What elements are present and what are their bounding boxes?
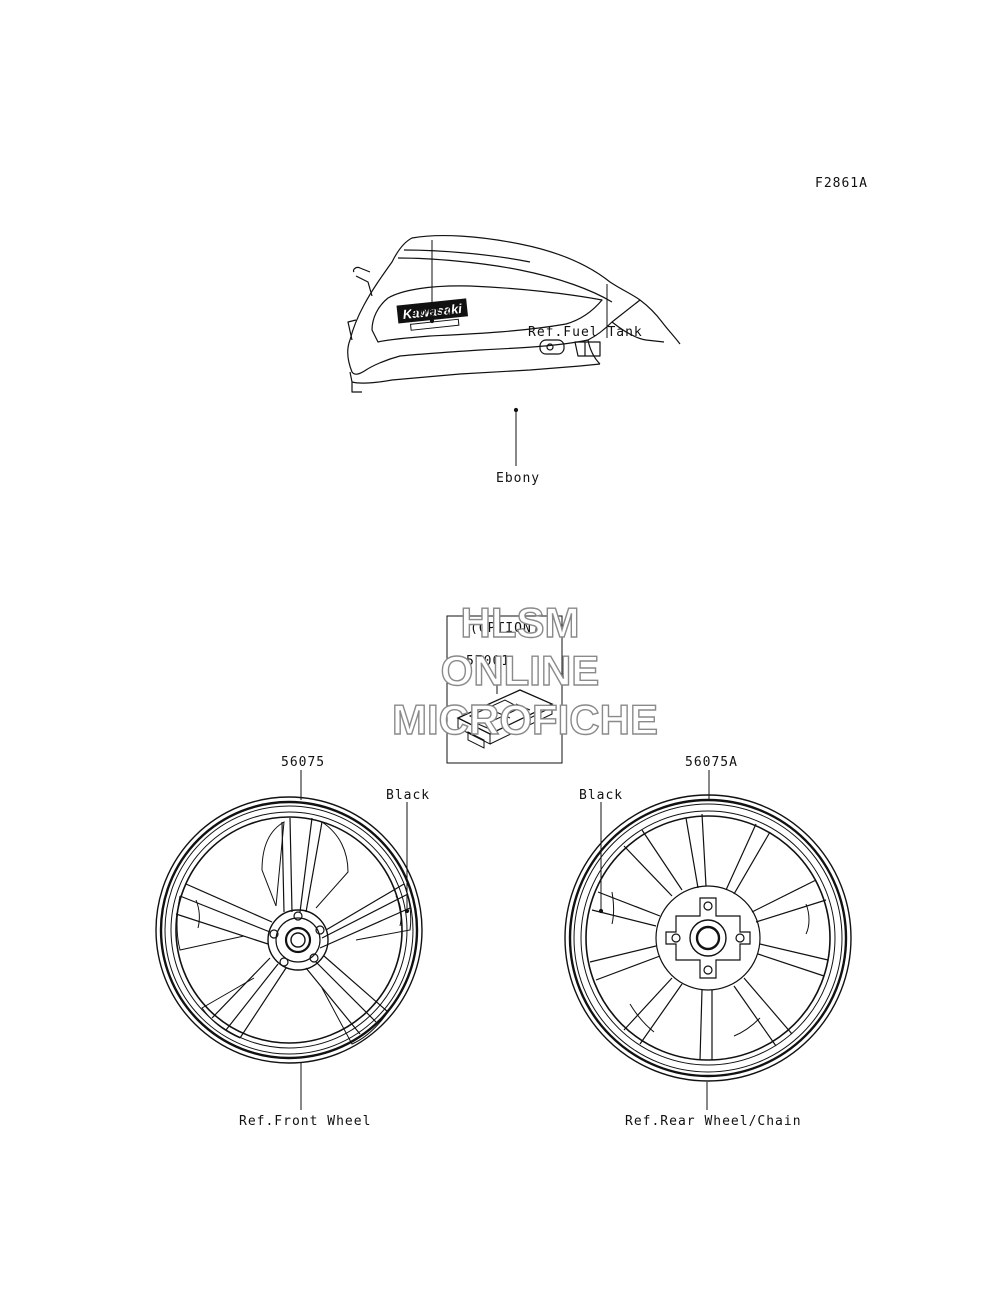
- option-kit-box: [446, 615, 563, 764]
- rear-wheel-color-label: Black: [579, 788, 624, 803]
- front-wheel-illustration: [155, 796, 423, 1064]
- rear-wheel-ref-label: Ref.Rear Wheel/Chain: [625, 1114, 802, 1129]
- front-wheel-leaders: [300, 770, 410, 1110]
- front-wheel-color-label: Black: [386, 788, 431, 803]
- fuel-tank-ref-label: Ref.Fuel Tank: [528, 325, 643, 340]
- rear-wheel-leaders: [598, 770, 710, 1110]
- option-kit-part-number: 57001: [466, 654, 511, 669]
- rear-wheel-part-number: 56075A: [685, 755, 738, 770]
- fuel-tank-part-number: 56054: [410, 305, 455, 320]
- option-heading: (OPTION): [470, 621, 541, 636]
- watermark-line1: HLSM: [460, 599, 580, 646]
- front-wheel-part-number: 56075: [281, 755, 326, 770]
- fuel-tank-illustration: [347, 234, 681, 393]
- figure-code: F2861A: [815, 176, 868, 191]
- watermark-line2: ONLINE: [440, 647, 600, 694]
- fuel-tank-leaders: [429, 240, 608, 466]
- fuel-tank-color-label: Ebony: [496, 471, 541, 486]
- kawasaki-logo-text: Kawasaki: [402, 301, 463, 322]
- rear-wheel-illustration: [564, 794, 852, 1082]
- front-wheel-ref-label: Ref.Front Wheel: [239, 1114, 372, 1129]
- watermark-line3: MICROFICHE: [391, 696, 658, 743]
